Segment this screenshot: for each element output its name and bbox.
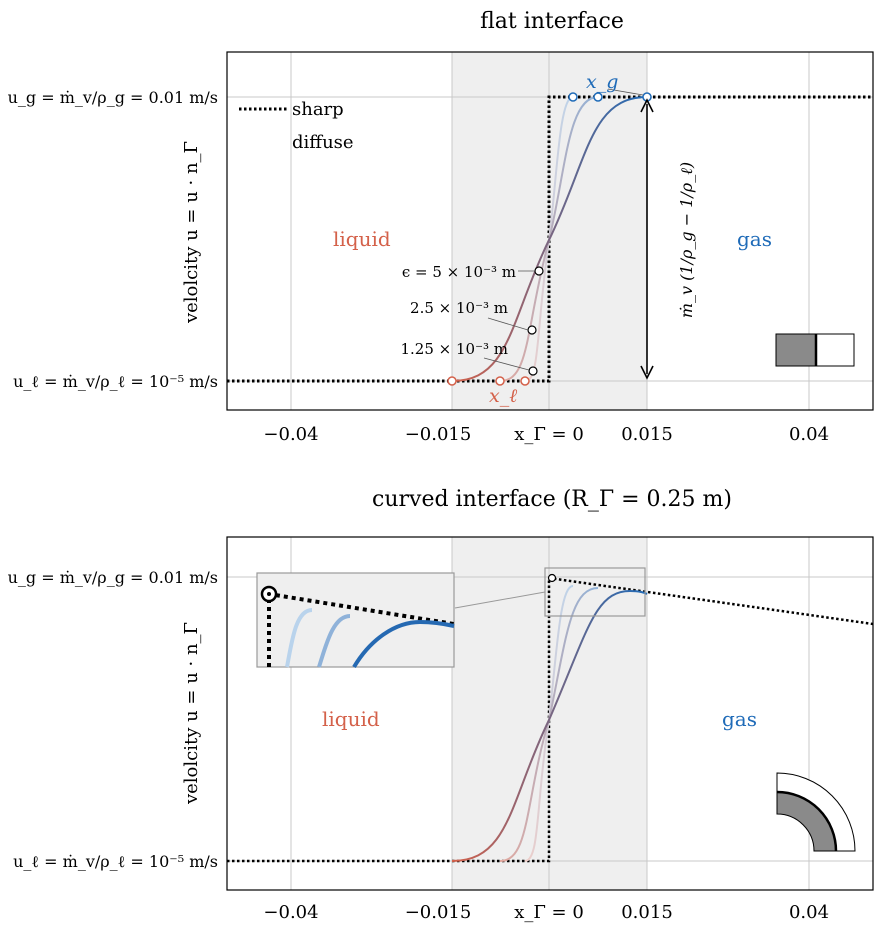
top-markers	[447, 92, 652, 386]
top-gas-label: gas	[737, 227, 772, 251]
bottom-xtick-4: 0.015	[621, 902, 673, 923]
bottom-ytick-ul: u_ℓ = ṁ_v/ρ_ℓ = 10⁻⁵ m/s	[13, 852, 218, 871]
eps-label-marker-2	[527, 325, 537, 335]
bottom-xtick-2: −0.015	[405, 902, 472, 923]
bottom-liquid-label: liquid	[322, 707, 380, 731]
bottom-ytick-ug: u_g = ṁ_v/ρ_g = 0.01 m/s	[8, 568, 218, 587]
bottom-curves	[227, 576, 873, 863]
top-xtick-1: −0.04	[263, 424, 318, 445]
inset-interface-marker-dot	[267, 592, 271, 596]
inset-eps-5	[352, 619, 455, 669]
eps-label-marker-1	[534, 266, 544, 276]
xg-label: x_g	[586, 71, 618, 93]
top-ytick-ug: u_g = ṁ_v/ρ_g = 0.01 m/s	[8, 88, 218, 107]
zoom-connector	[454, 591, 546, 609]
eps-label-marker-3	[528, 366, 538, 376]
liquid-marker-eps1.25	[520, 376, 530, 386]
bottom-xtick-1: −0.04	[263, 902, 318, 923]
top-sharp-line	[227, 95, 873, 383]
top-plot-frame	[226, 51, 874, 411]
bottom-interface-marker	[547, 573, 557, 583]
eps-leader-lines	[483, 88, 644, 371]
zoom-inset-frame	[256, 572, 455, 668]
eps-label-3: 1.25 × 10⁻³ m	[400, 340, 508, 358]
top-diffuse-eps-5e-3	[451, 96, 648, 382]
inset-eps-1.25	[285, 608, 313, 668]
bottom-plot-frame	[226, 536, 874, 891]
liquid-marker-eps2.5	[495, 376, 505, 386]
gas-marker-eps1.25	[568, 92, 578, 102]
flat-interface-panel: flat interface	[8, 9, 874, 445]
zoom-inset	[256, 572, 455, 669]
jump-arrow	[640, 98, 654, 380]
bottom-diffuse-eps-5e-3	[451, 589, 648, 862]
top-xtick-4: 0.015	[621, 424, 673, 445]
liquid-marker-eps5	[447, 376, 457, 386]
curved-geometry-icon	[776, 772, 856, 852]
bottom-sharp-line	[227, 576, 873, 863]
bottom-xtick-5: 0.04	[789, 902, 829, 923]
top-xtick-2: −0.015	[405, 424, 472, 445]
flat-geometry-icon	[775, 333, 855, 367]
inset-eps-2.5	[317, 614, 351, 668]
top-legend: sharp diffuse	[239, 99, 354, 153]
eps-label-1: ϵ = 5 × 10⁻³ m	[402, 263, 516, 281]
top-curves	[227, 95, 873, 383]
top-xticks: −0.04 −0.015 x_Γ = 0 0.015 0.04	[263, 424, 829, 445]
curved-interface-panel: curved interface (R_Γ = 0.25 m)	[8, 487, 874, 923]
bottom-xticks: −0.04 −0.015 x_Γ = 0 0.015 0.04	[263, 902, 829, 923]
eps-label-2: 2.5 × 10⁻³ m	[410, 299, 508, 317]
gas-marker-eps2.5	[593, 92, 603, 102]
bottom-gas-label: gas	[722, 707, 757, 731]
top-xtick-3: x_Γ = 0	[514, 424, 584, 445]
jump-label: ṁ_v (1/ρ_g − 1/ρ_ℓ)	[677, 162, 696, 318]
top-liquid-label: liquid	[333, 227, 391, 251]
top-ylabel: velolcity u = u · n_Γ	[181, 141, 202, 324]
legend-sharp-label: sharp	[292, 99, 344, 120]
top-ytick-ul: u_ℓ = ṁ_v/ρ_ℓ = 10⁻⁵ m/s	[13, 372, 218, 391]
bottom-xtick-3: x_Γ = 0	[514, 902, 584, 923]
bottom-title: curved interface (R_Γ = 0.25 m)	[372, 487, 732, 512]
xl-label: x_ℓ	[489, 385, 517, 407]
top-title: flat interface	[480, 9, 624, 34]
bottom-ylabel: velolcity u = u · n_Γ	[181, 622, 202, 805]
legend-diffuse-label: diffuse	[292, 132, 354, 153]
top-xtick-5: 0.04	[789, 424, 829, 445]
